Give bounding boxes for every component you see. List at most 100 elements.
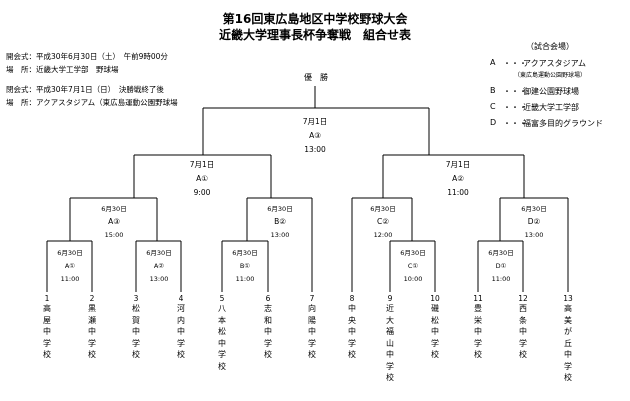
match-code: B②	[274, 217, 286, 226]
team-name: 近大福山中学校	[386, 304, 394, 382]
team-slot: 8 中央中学校	[345, 294, 359, 361]
team-number: 9	[387, 294, 393, 303]
team-slot: 6 志和中学校	[261, 294, 275, 361]
team-name: 磯松中学校	[431, 304, 439, 359]
match-code: D②	[527, 217, 541, 226]
match-r1c: 6月30日 B① 11:00	[225, 248, 265, 284]
match-time: 11:00	[60, 275, 80, 283]
match-date: 6月30日	[267, 205, 293, 213]
match-code: A②	[153, 262, 165, 270]
venue-letter: B	[490, 86, 496, 95]
match-date: 6月30日	[488, 249, 514, 257]
match-date: 6月30日	[57, 249, 83, 257]
team-number: 7	[309, 294, 315, 303]
team-name: 西条中学校	[519, 304, 527, 359]
match-time: 10:00	[403, 275, 423, 283]
match-code: C①	[407, 262, 419, 270]
team-number: 10	[430, 294, 440, 303]
team-name: 黒瀬中学校	[88, 304, 96, 359]
team-slot: 12 西条中学校	[516, 294, 530, 361]
venues-header: （試合会場）	[526, 42, 574, 51]
team-number: 11	[473, 294, 483, 303]
match-qf2: 6月30日 B② 13:00	[252, 204, 308, 240]
team-name: 八本松中学校	[218, 304, 226, 371]
tournament-subtitle: 近畿大学理事長杯争奪戦 組合せ表	[218, 28, 411, 42]
match-date: 7月1日	[189, 160, 215, 169]
match-time: 9:00	[193, 188, 211, 197]
match-date: 6月30日	[101, 205, 127, 213]
opening-venue: 場 所：近畿大学工学部 野球場	[6, 65, 119, 74]
team-name: 高美が丘中学校	[564, 304, 572, 382]
match-date: 6月30日	[370, 205, 396, 213]
tournament-title: 第16回東広島地区中学校野球大会	[222, 12, 408, 26]
venue-letter: A	[490, 58, 496, 67]
match-code: D①	[495, 262, 507, 270]
closing-ceremony: 閉会式：平成30年7月1日（日） 決勝戦終了後	[6, 85, 164, 94]
match-time: 13:00	[304, 145, 326, 154]
venue-letter: D	[490, 118, 497, 127]
team-name: 向陽中学校	[308, 304, 316, 359]
match-code: A②	[452, 174, 464, 183]
match-r1a: 6月30日 A① 11:00	[50, 248, 90, 284]
team-number: 3	[133, 294, 139, 303]
team-number: 12	[518, 294, 528, 303]
match-time: 13:00	[149, 275, 169, 283]
team-slot: 13 高美が丘中学校	[561, 294, 575, 384]
match-date: 7月1日	[302, 117, 328, 126]
match-qf4: 6月30日 D② 13:00	[506, 204, 562, 240]
match-code: A③	[108, 217, 120, 226]
venue-sub: （東広島運動公園野球場）	[514, 72, 587, 79]
closing-venue: 場 所：アクアスタジアム（東広島運動公園野球場	[6, 98, 178, 107]
team-number: 8	[349, 294, 355, 303]
match-semi-left: 7月1日 A① 9:00	[172, 160, 232, 198]
match-date: 6月30日	[146, 249, 172, 257]
team-slot: 1 高屋中学校	[40, 294, 54, 361]
team-number: 13	[563, 294, 573, 303]
venue-dots: ・・・	[503, 103, 527, 112]
team-number: 2	[89, 294, 95, 303]
match-code: A③	[309, 131, 321, 140]
team-name: 松賀中学校	[132, 304, 140, 359]
match-date: 7月1日	[445, 160, 471, 169]
venue-dots: ・・・	[503, 87, 527, 96]
team-slot: 5 八本松中学校	[215, 294, 229, 372]
match-time: 13:00	[270, 231, 290, 239]
venue-dots: ・・・	[503, 119, 527, 128]
champion-label: 優 勝	[304, 73, 328, 82]
opening-ceremony: 開会式：平成30年6月30日（土） 午前9時00分	[6, 52, 168, 61]
team-number: 5	[219, 294, 225, 303]
match-qf1: 6月30日 A③ 15:00	[86, 204, 142, 240]
match-date: 6月30日	[521, 205, 547, 213]
team-number: 1	[44, 294, 50, 303]
match-time: 12:00	[373, 231, 393, 239]
venue-name: 近畿大学工学部	[523, 103, 579, 112]
match-code: B①	[239, 262, 251, 270]
match-qf3: 6月30日 C② 12:00	[355, 204, 411, 240]
team-name: 中央中学校	[348, 304, 356, 359]
match-r1e: 6月30日 D① 11:00	[481, 248, 521, 284]
team-slot: 7 向陽中学校	[305, 294, 319, 361]
team-slot: 9 近大福山中学校	[383, 294, 397, 384]
match-time: 11:00	[235, 275, 255, 283]
match-date: 6月30日	[400, 249, 426, 257]
match-time: 11:00	[447, 188, 469, 197]
match-r1b: 6月30日 A② 13:00	[139, 248, 179, 284]
match-semi-right: 7月1日 A② 11:00	[428, 160, 488, 198]
team-slot: 11 豊栄中学校	[471, 294, 485, 361]
team-name: 河内中学校	[177, 304, 185, 359]
match-date: 6月30日	[232, 249, 258, 257]
match-code: A①	[196, 174, 208, 183]
team-slot: 10 磯松中学校	[428, 294, 442, 361]
venue-name: 御建公園野球場	[523, 87, 579, 96]
match-time: 13:00	[524, 231, 544, 239]
team-number: 4	[178, 294, 184, 303]
match-r1d: 6月30日 C① 10:00	[393, 248, 433, 284]
match-final: 7月1日 A③ 13:00	[285, 117, 345, 155]
team-slot: 3 松賀中学校	[129, 294, 143, 361]
match-code: C②	[377, 217, 389, 226]
venue-letter: C	[490, 102, 496, 111]
team-slot: 2 黒瀬中学校	[85, 294, 99, 361]
team-name: 豊栄中学校	[474, 304, 482, 359]
team-name: 志和中学校	[264, 304, 272, 359]
